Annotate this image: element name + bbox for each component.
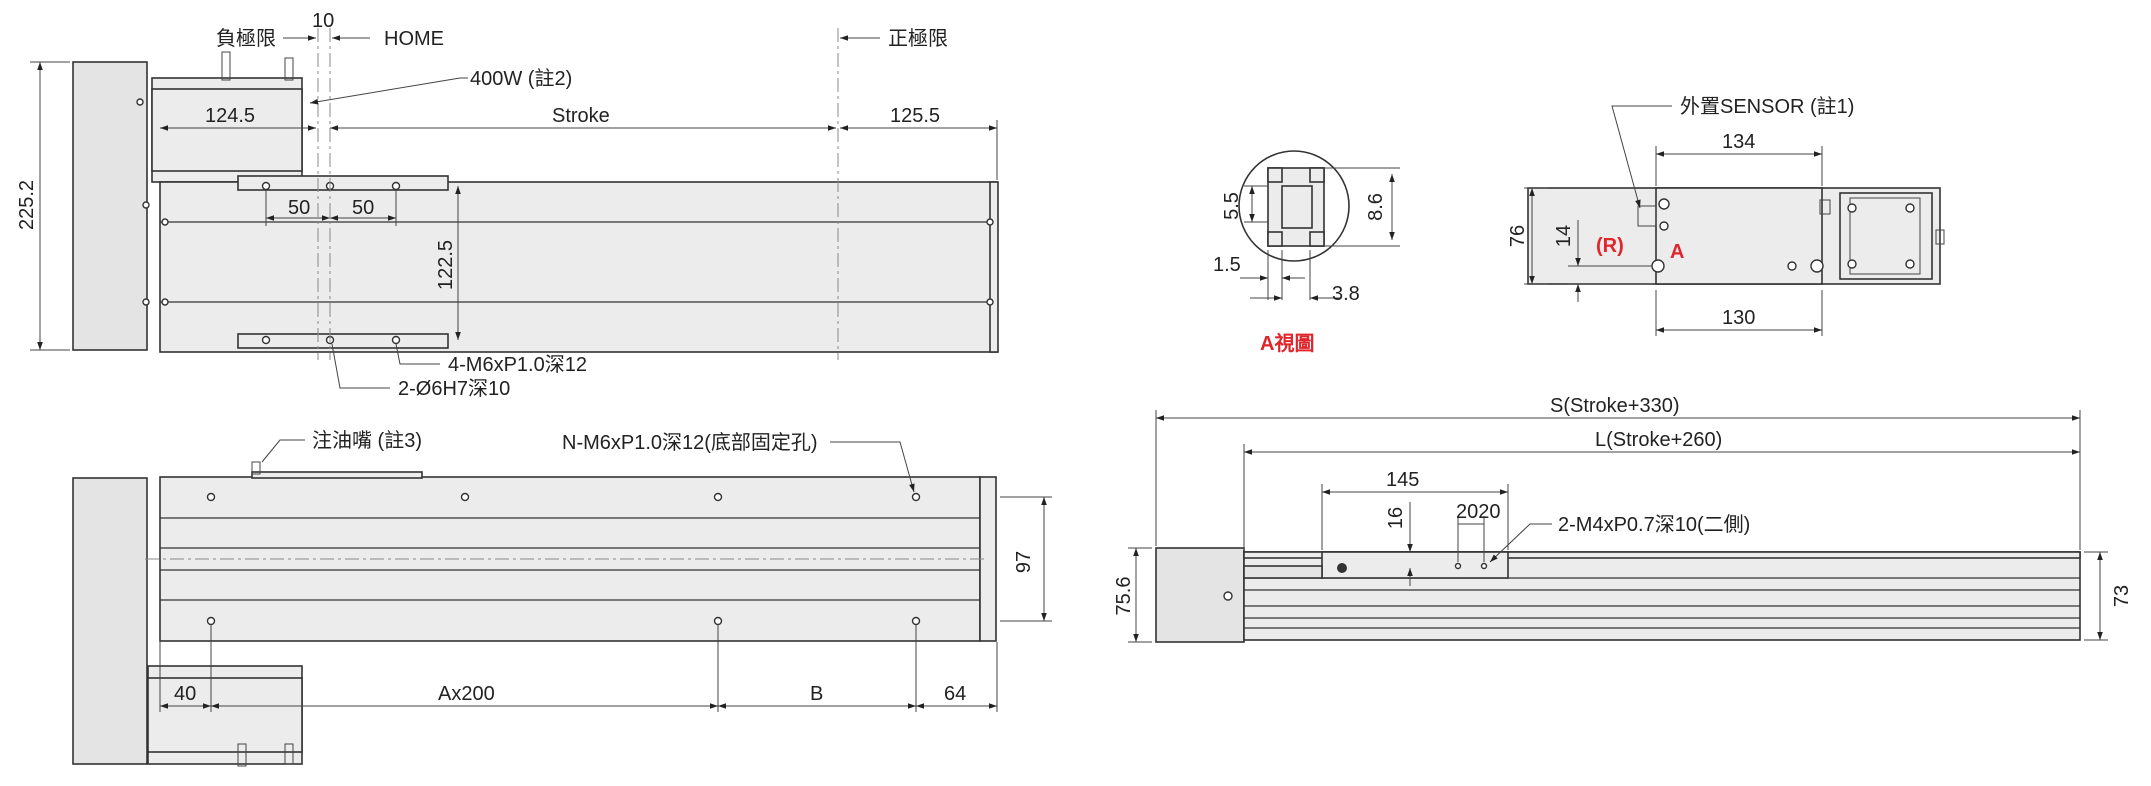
dim-130: 130	[1722, 307, 1755, 329]
hole	[261, 181, 271, 191]
bottom-motor-inner	[147, 677, 303, 753]
hole	[1337, 563, 1347, 573]
dim-122-5: 122.5	[435, 240, 457, 290]
hole	[142, 298, 150, 306]
mount-label: N-M6xP1.0深12(底部固定孔)	[562, 431, 818, 454]
top-rail-body	[159, 181, 998, 353]
hole	[161, 298, 169, 306]
dim-75-6: 75.6	[1113, 577, 1135, 616]
motor-fitting-bottom-right	[284, 743, 294, 765]
dim-124-5: 124.5	[205, 105, 255, 127]
hole	[986, 218, 994, 226]
motor-fitting-left	[221, 51, 231, 81]
hole	[986, 298, 994, 306]
hole	[206, 616, 216, 626]
sensor-label: 外置SENSOR (註1)	[1680, 95, 1854, 118]
dim-97: 97	[1013, 551, 1035, 573]
side-view: S(Stroke+330) L(Stroke+260) 145 16 2020 …	[1113, 395, 2133, 643]
motor-label: 400W (註2)	[470, 67, 572, 90]
a-view: 5.5 8.6 1.5 3.8 A視圖	[1213, 150, 1400, 355]
hole	[391, 181, 401, 191]
dim-134: 134	[1722, 131, 1755, 153]
top-end-cap	[989, 181, 999, 353]
hole	[713, 492, 723, 502]
top-motor-end-block	[72, 61, 148, 351]
dim-s: S(Stroke+330)	[1550, 395, 1680, 417]
dim-l: L(Stroke+260)	[1595, 429, 1722, 451]
motor-fitting-right	[284, 57, 294, 81]
dim-ax200: Ax200	[438, 683, 495, 705]
dim-225-2: 225.2	[16, 180, 38, 230]
motor-fitting-bottom-left	[237, 743, 247, 767]
a-label: A	[1670, 241, 1684, 263]
dim-40: 40	[174, 683, 196, 705]
tap-label: 4-M6xP1.0深12	[448, 353, 587, 376]
bottom-end-block	[72, 477, 148, 765]
dim-50-right: 50	[352, 197, 374, 219]
dim-3-8: 3.8	[1332, 283, 1360, 305]
dim-14: 14	[1553, 225, 1575, 247]
grease-label: 注油嘴 (註3)	[312, 429, 422, 452]
dim-145: 145	[1386, 469, 1419, 491]
top-motor-inner	[151, 88, 303, 172]
dim-50-left: 50	[288, 197, 310, 219]
bottom-view: 注油嘴 (註3) N-M6xP1.0深12(底部固定孔) 97 40 Ax200…	[72, 429, 1052, 767]
hole	[391, 335, 401, 345]
hole	[142, 201, 150, 209]
neg-limit-label: 負極限	[216, 27, 276, 50]
hole	[261, 335, 271, 345]
dim-125-5: 125.5	[890, 105, 940, 127]
grease-nipple	[251, 461, 261, 475]
sensor-a-point	[1651, 259, 1665, 273]
end-view-housing	[1655, 187, 1823, 285]
stroke-label: Stroke	[552, 105, 610, 127]
end-view: 134 130 外置SENSOR (註1) 76 14 (R) A	[1507, 95, 1945, 336]
dim-b: B	[810, 683, 823, 705]
pos-limit-label: 正極限	[888, 27, 948, 50]
hole	[136, 98, 144, 106]
r-label: (R)	[1596, 235, 1624, 257]
dim-73: 73	[2111, 585, 2133, 607]
dim-10: 10	[312, 10, 334, 32]
hole	[911, 616, 921, 626]
dim-2020: 2020	[1456, 501, 1501, 523]
dim-16: 16	[1385, 507, 1407, 529]
dim-76: 76	[1507, 225, 1529, 247]
dim-1-5: 1.5	[1213, 254, 1241, 276]
pin-label: 2-Ø6H7深10	[398, 377, 510, 400]
home-label: HOME	[384, 28, 444, 50]
side-slider	[1321, 551, 1509, 579]
bottom-slider-strip	[251, 471, 423, 479]
top-view: 負極限 10 HOME 正極限 400W (註2) 124.5 Stroke 1…	[16, 10, 999, 400]
dim-64: 64	[944, 683, 966, 705]
hole	[460, 492, 470, 502]
hole	[206, 492, 216, 502]
a-view-title: A視圖	[1260, 331, 1314, 355]
side-tap-label: 2-M4xP0.7深10(二側)	[1558, 513, 1750, 536]
dim-5-5: 5.5	[1221, 192, 1243, 220]
hole	[713, 616, 723, 626]
hole	[161, 218, 169, 226]
hole	[911, 492, 921, 502]
dim-8-6: 8.6	[1365, 193, 1387, 221]
